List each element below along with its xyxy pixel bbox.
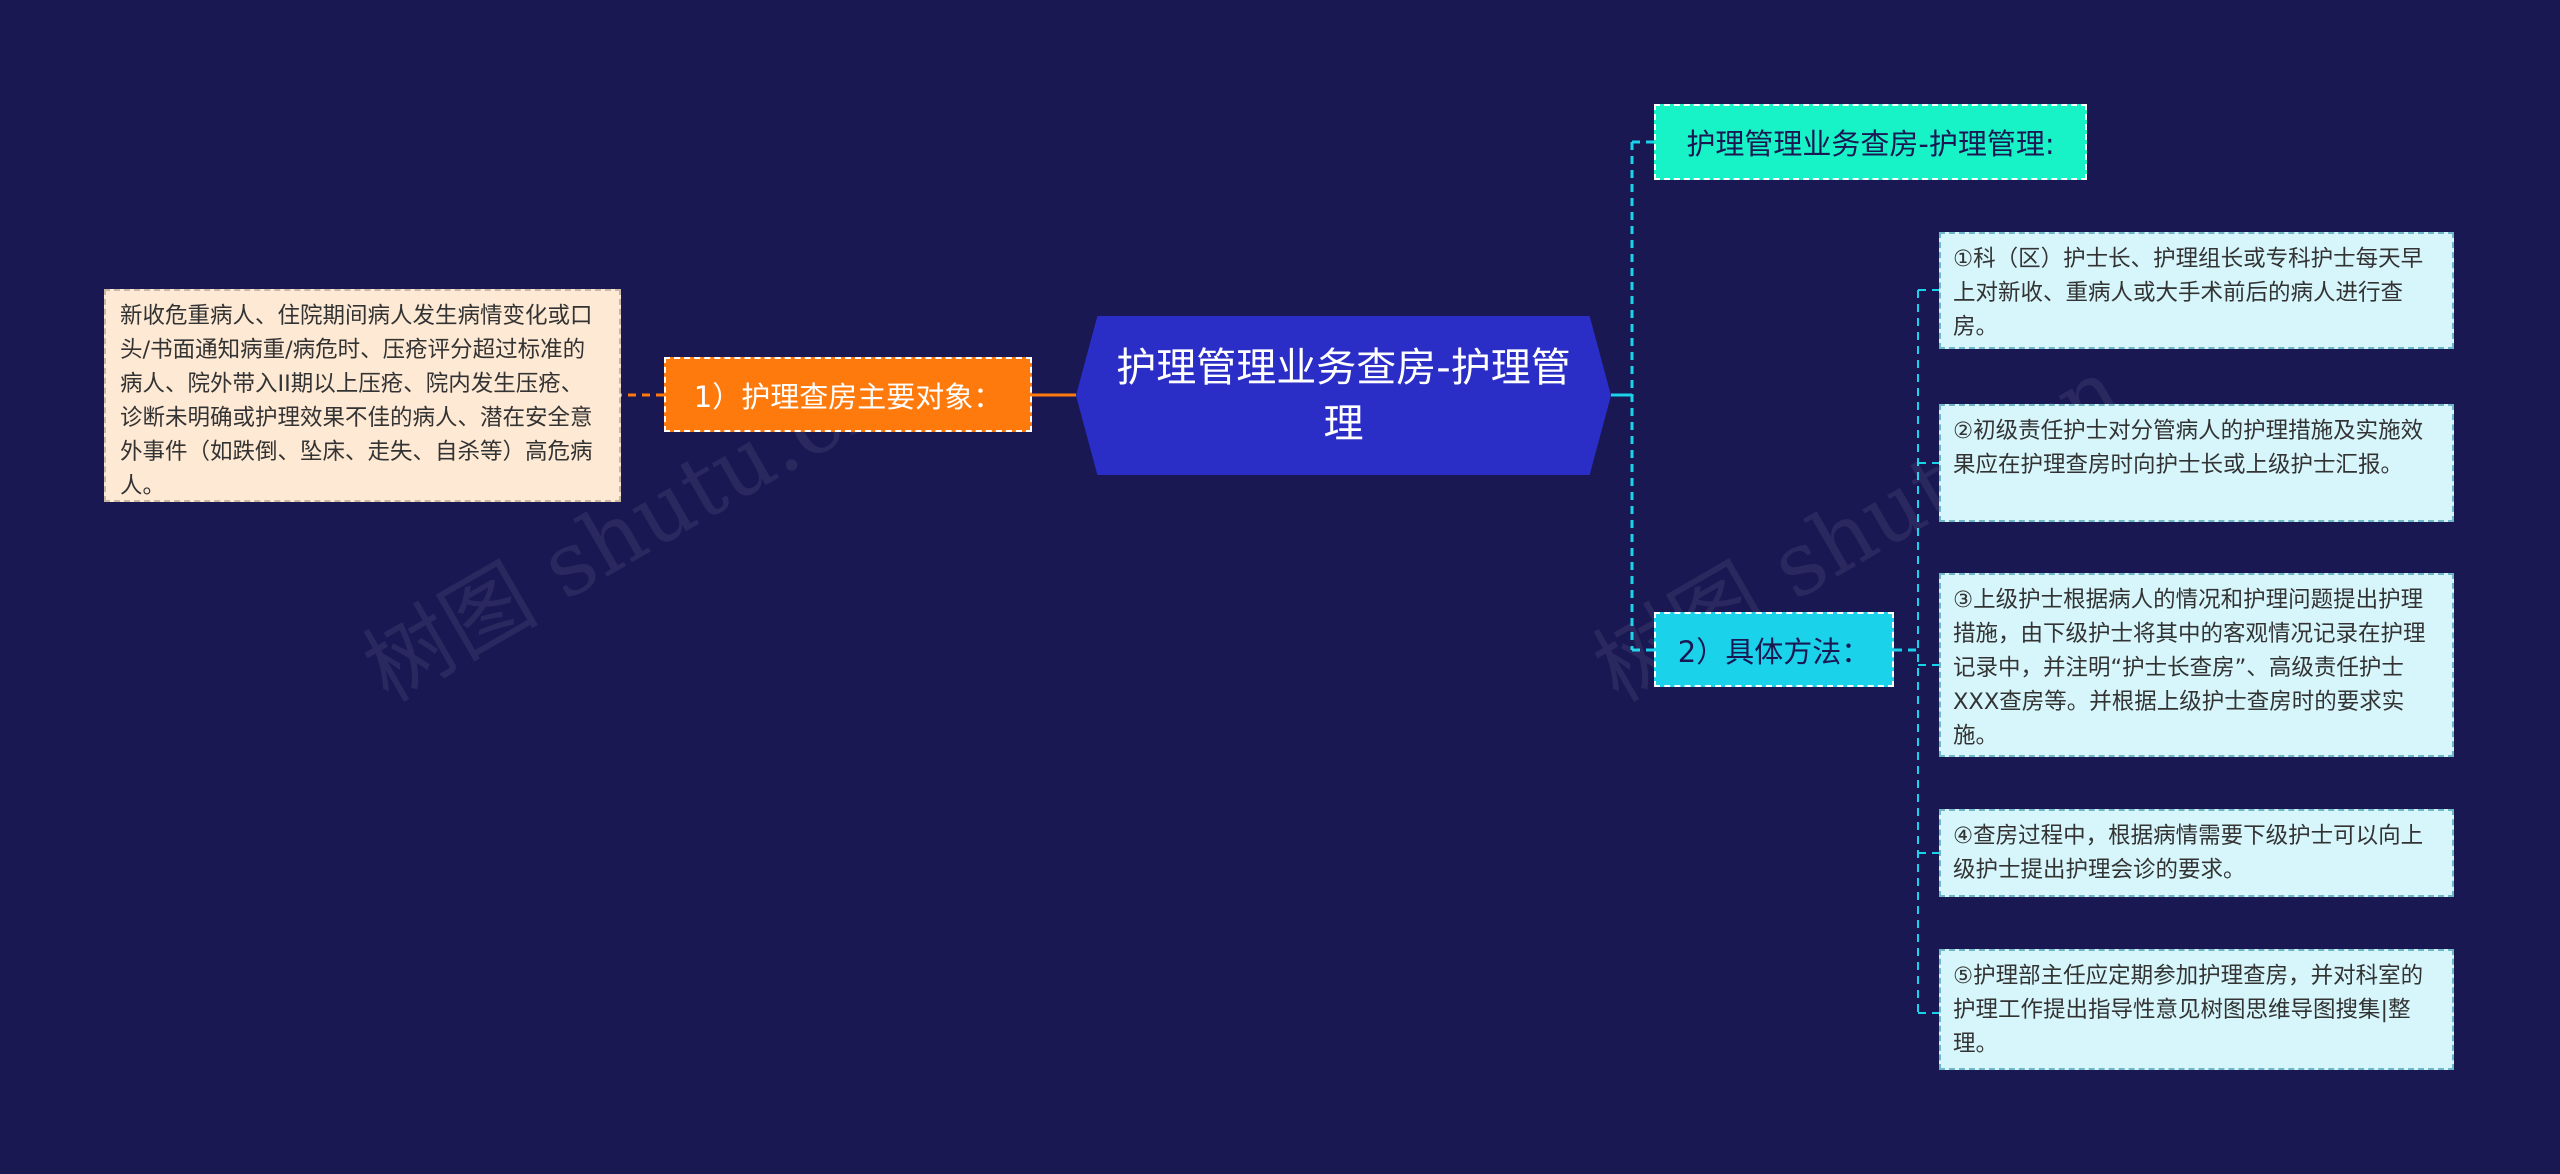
left-branch-label: 1）护理查房主要对象： [693,379,1003,414]
root-node-label: 护理管理业务查房-护理管理 [1116,344,1571,447]
method-item-node[interactable]: ②初级责任护士对分管病人的护理措施及实施效果应在护理查房时向护士长或上级护士汇报… [1939,404,2454,522]
method-branch-node[interactable]: 2）具体方法： [1654,612,1894,687]
root-node[interactable]: 护理管理业务查房-护理管理 [1076,316,1611,475]
method-item-text: ③上级护士根据病人的情况和护理问题提出护理措施，由下级护士将其中的客观情况记录在… [1953,587,2426,749]
method-item-text: ④查房过程中，根据病情需要下级护士可以向上级护士提出护理会诊的要求。 [1953,823,2424,883]
method-item-node[interactable]: ⑤护理部主任应定期参加护理查房，并对科室的护理工作提出指导性意见树图思维导图搜集… [1939,949,2454,1070]
left-branch-node[interactable]: 1）护理查房主要对象： [664,357,1032,432]
method-item-text: ①科（区）护士长、护理组长或专科护士每天早上对新收、重病人或大手术前后的病人进行… [1953,246,2424,340]
left-leaf-text: 新收危重病人、住院期间病人发生病情变化或口头/书面通知病重/病危时、压疮评分超过… [120,303,593,499]
method-item-text: ②初级责任护士对分管病人的护理措施及实施效果应在护理查房时向护士长或上级护士汇报… [1953,418,2424,478]
top-branch-label: 护理管理业务查房-护理管理: [1686,127,2055,161]
method-item-node[interactable]: ④查房过程中，根据病情需要下级护士可以向上级护士提出护理会诊的要求。 [1939,809,2454,897]
method-item-text: ⑤护理部主任应定期参加护理查房，并对科室的护理工作提出指导性意见树图思维导图搜集… [1953,963,2424,1057]
method-item-node[interactable]: ③上级护士根据病人的情况和护理问题提出护理措施，由下级护士将其中的客观情况记录在… [1939,573,2454,757]
method-branch-label: 2）具体方法： [1677,634,1871,669]
method-item-node[interactable]: ①科（区）护士长、护理组长或专科护士每天早上对新收、重病人或大手术前后的病人进行… [1939,232,2454,349]
left-leaf-node[interactable]: 新收危重病人、住院期间病人发生病情变化或口头/书面通知病重/病危时、压疮评分超过… [104,289,621,502]
top-branch-node[interactable]: 护理管理业务查房-护理管理: [1654,104,2087,180]
